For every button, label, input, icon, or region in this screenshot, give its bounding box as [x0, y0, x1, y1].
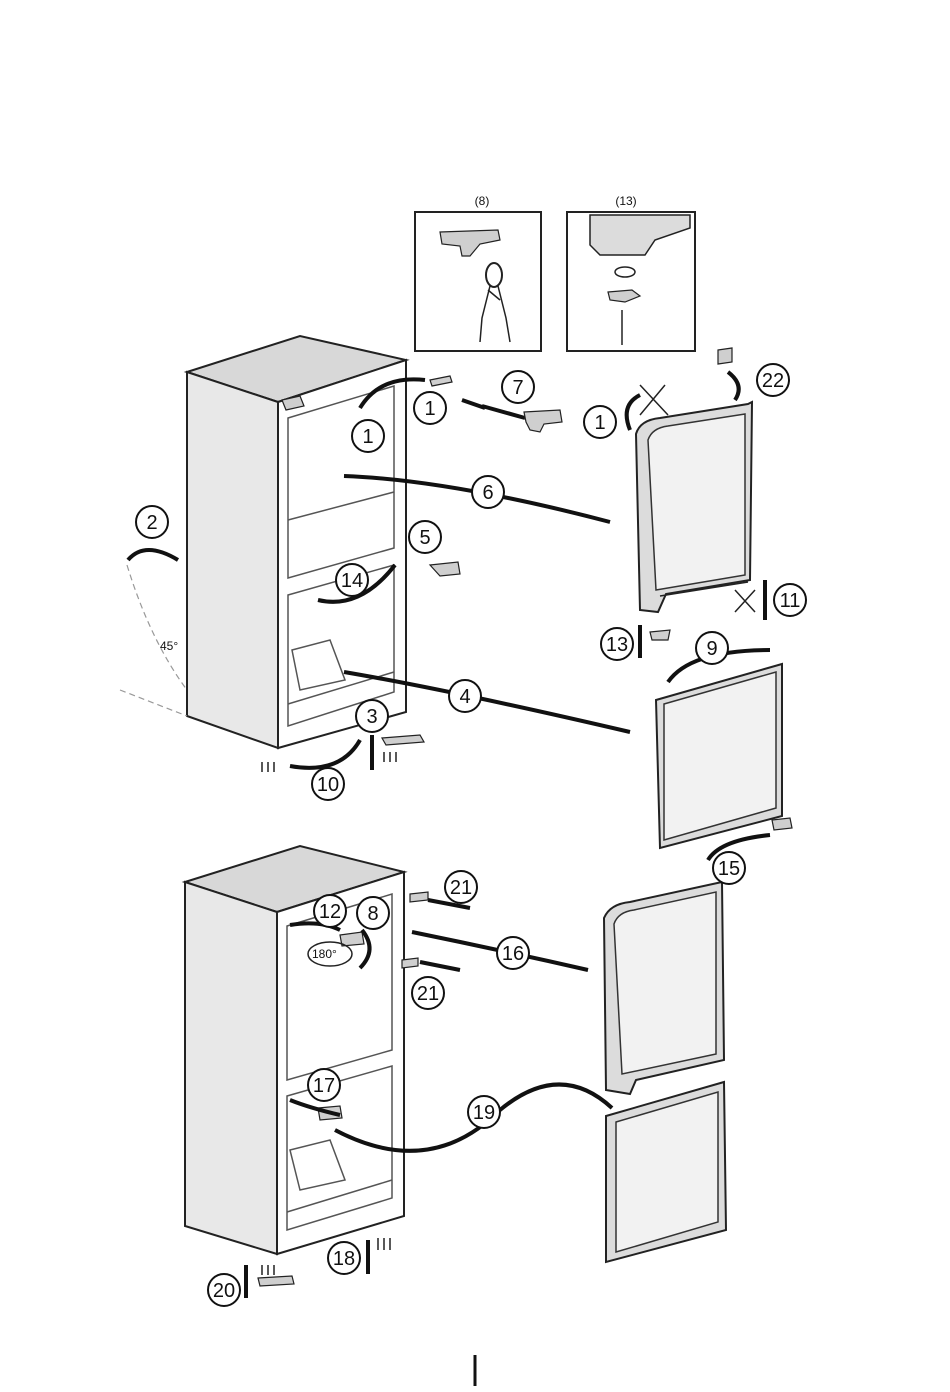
svg-text:21: 21 [450, 877, 472, 899]
svg-text:15: 15 [718, 858, 740, 880]
callout-6: 6 [472, 476, 504, 508]
svg-text:14: 14 [341, 570, 363, 592]
svg-text:1: 1 [362, 426, 373, 448]
svg-text:19: 19 [473, 1102, 495, 1124]
callout-20: 20 [208, 1274, 240, 1306]
callout-5: 5 [409, 521, 441, 553]
callout-18: 18 [328, 1242, 360, 1274]
upper-door-installed [604, 882, 724, 1094]
svg-text:8: 8 [367, 903, 378, 925]
svg-text:7: 7 [512, 377, 523, 399]
upper-door-removed [636, 402, 752, 612]
callout-1a: 1 [352, 420, 384, 452]
callout-9: 9 [696, 632, 728, 664]
lower-door-installed [606, 1082, 726, 1262]
lower-door-removed [656, 664, 782, 848]
callout-11: 11 [774, 584, 806, 616]
crossed-part-icon [735, 590, 755, 612]
inset-8-label: (8) [475, 194, 490, 208]
callout-17: 17 [308, 1069, 340, 1101]
svg-text:16: 16 [502, 943, 524, 965]
svg-text:21: 21 [417, 983, 439, 1005]
callout-4: 4 [449, 680, 481, 712]
callout-21b: 21 [412, 977, 444, 1009]
callout-2: 2 [136, 506, 168, 538]
svg-text:3: 3 [366, 706, 377, 728]
callout-1b: 1 [414, 392, 446, 424]
callout-19: 19 [468, 1096, 500, 1128]
svg-text:13: 13 [606, 634, 628, 656]
svg-text:18: 18 [333, 1248, 355, 1270]
callout-3: 3 [356, 700, 388, 732]
svg-text:20: 20 [213, 1280, 235, 1302]
callout-22: 22 [757, 364, 789, 396]
svg-text:17: 17 [313, 1075, 335, 1097]
callout-16: 16 [497, 937, 529, 969]
svg-text:6: 6 [482, 482, 493, 504]
svg-text:2: 2 [146, 512, 157, 534]
tilt-angle-label: 45° [160, 639, 178, 653]
callout-15: 15 [713, 852, 745, 884]
callout-8: 8 [357, 897, 389, 929]
callout-13: 13 [601, 628, 633, 660]
svg-text:12: 12 [319, 901, 341, 923]
callout-21a: 21 [445, 871, 477, 903]
svg-text:22: 22 [762, 370, 784, 392]
inset-13: (13) [567, 194, 695, 351]
svg-text:5: 5 [419, 527, 430, 549]
inset-13-label: (13) [615, 194, 636, 208]
svg-text:4: 4 [459, 686, 470, 708]
callout-10: 10 [312, 768, 344, 800]
callout-7: 7 [502, 371, 534, 403]
svg-text:10: 10 [317, 774, 339, 796]
rotation-label: 180° [312, 947, 337, 961]
svg-text:9: 9 [706, 638, 717, 660]
svg-text:11: 11 [780, 590, 801, 612]
callout-1c: 1 [584, 406, 616, 438]
callout-12: 12 [314, 895, 346, 927]
inset-8: (8) [415, 194, 541, 351]
callout-14: 14 [336, 564, 368, 596]
crossed-cap-icon [640, 385, 668, 415]
svg-text:1: 1 [594, 412, 605, 434]
svg-text:1: 1 [424, 398, 435, 420]
